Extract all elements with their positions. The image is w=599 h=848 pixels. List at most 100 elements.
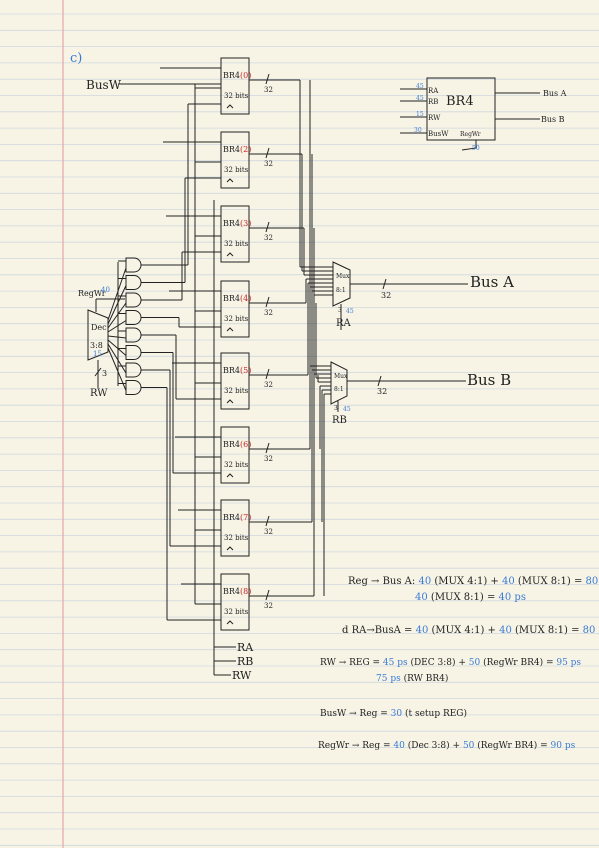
register-title: BR4(8) xyxy=(223,587,251,596)
decoder-3-8: Dec 3:8 15 xyxy=(87,309,109,361)
mux-b: Mux 8:1 3 45 RB xyxy=(330,361,351,426)
part-label: c) xyxy=(70,51,82,66)
br4-delay-regwr: 50 xyxy=(472,145,480,152)
register-box xyxy=(220,499,250,557)
register-size: 32 bits xyxy=(224,92,249,100)
br4-delay-ra: 45 xyxy=(416,83,424,90)
mux-a-sel-delay: 45 xyxy=(346,308,354,315)
rw-bits: 3 xyxy=(102,369,107,378)
mux-a: Mux 8:1 3 45 RA xyxy=(332,261,354,329)
note-1b: 40 (MUX 8:1) = 40 ps xyxy=(415,592,526,603)
busw-label: BusW xyxy=(86,78,122,92)
br4-summary-block: BR4 RA RB RW BusW RegWr 45 45 15 30 50 B… xyxy=(400,77,567,152)
register-title: BR4(5) xyxy=(223,366,251,375)
br4-port-rb: RB xyxy=(428,98,438,106)
register-out-width: 32 xyxy=(264,309,273,317)
note-2: d RA→BusA = 40 (MUX 4:1) + 40 (MUX 8:1) … xyxy=(342,625,599,636)
note-3b: 75 ps (RW BR4) xyxy=(376,673,448,684)
mux-a-title: Mux xyxy=(336,273,350,280)
br4-title: BR4 xyxy=(446,94,474,109)
bus-b-label: Bus B xyxy=(467,371,511,389)
register-0: BR4(0) 32 bits xyxy=(220,57,251,115)
br4-port-ra: RA xyxy=(428,87,439,95)
register-3: BR4(4) 32 bits xyxy=(220,280,251,338)
register-5: BR4(6) 32 bits xyxy=(220,426,251,484)
register-box xyxy=(220,573,250,631)
register-out-width: 32 xyxy=(264,528,273,536)
register-title: BR4(4) xyxy=(223,294,251,303)
bus-a-width: 32 xyxy=(381,291,391,300)
and-gate xyxy=(125,327,142,343)
mux-a-sel-label: RA xyxy=(336,318,352,329)
register-box xyxy=(220,57,250,115)
timing-notes: Reg → Bus A: 40 (MUX 4:1) + 40 (MUX 8:1)… xyxy=(318,576,599,751)
regwr-label: RegWr xyxy=(78,289,106,298)
br4-out-a: Bus A xyxy=(543,89,567,98)
mux-a-sel-bits: 3 xyxy=(338,307,342,314)
mux-b-title: Mux xyxy=(334,373,348,380)
register-box xyxy=(220,280,250,338)
register-box xyxy=(220,205,250,263)
note-4: BusW → Reg = 30 (t setup REG) xyxy=(320,708,467,719)
ra-bottom-label: RA xyxy=(237,641,254,654)
register-title: BR4(0) xyxy=(223,71,251,80)
and-gate xyxy=(125,380,142,395)
mux-b-size: 8:1 xyxy=(334,386,344,393)
register-1: BR4(2) 32 bits xyxy=(220,131,251,189)
decoder-title: Dec xyxy=(91,323,107,332)
register-title: BR4(7) xyxy=(223,513,251,522)
register-box xyxy=(220,352,250,410)
register-size: 32 bits xyxy=(224,461,249,469)
br4-delay-busw: 30 xyxy=(414,127,422,134)
and-gate xyxy=(125,310,142,325)
br4-port-regwr: RegWr xyxy=(460,131,481,138)
register-out-width: 32 xyxy=(264,160,273,168)
register-6: BR4(7) 32 bits xyxy=(220,499,251,557)
note-1: Reg → Bus A: 40 (MUX 4:1) + 40 (MUX 8:1)… xyxy=(348,576,599,587)
register-out-width: 32 xyxy=(264,602,273,610)
br4-port-rw: RW xyxy=(428,114,441,122)
register-title: BR4(2) xyxy=(223,145,251,154)
and-gate-column xyxy=(107,104,189,620)
register-title: BR4(6) xyxy=(223,440,251,449)
register-size: 32 bits xyxy=(224,608,249,616)
register-out-width: 32 xyxy=(264,234,273,242)
and-gate xyxy=(125,362,142,378)
rw-label: RW xyxy=(90,388,108,399)
and-gate xyxy=(125,275,142,290)
register-size: 32 bits xyxy=(224,166,249,174)
bus-b-width: 32 xyxy=(377,387,387,396)
register-2: BR4(3) 32 bits xyxy=(220,205,251,263)
bus-a-label: Bus A xyxy=(470,273,514,291)
register-out-width: 32 xyxy=(264,86,273,94)
mux-b-sel-bits: 3 xyxy=(334,405,338,412)
mux-a-size: 8:1 xyxy=(336,287,346,294)
regwr-delay: 40 xyxy=(101,286,110,294)
register-out-width: 32 xyxy=(264,455,273,463)
br4-delay-rw: 15 xyxy=(416,111,424,118)
register-4: BR4(5) 32 bits xyxy=(220,352,251,410)
note-3: RW → REG = 45 ps (DEC 3:8) + 50 (RegWr B… xyxy=(320,657,581,668)
rb-bottom-label: RB xyxy=(237,655,253,668)
note-5: RegWr → Reg = 40 (Dec 3:8) + 50 (RegWr B… xyxy=(318,740,576,751)
decoder-delay: 15 xyxy=(93,350,102,358)
register-size: 32 bits xyxy=(224,240,249,248)
register-title: BR4(3) xyxy=(223,219,251,228)
register-size: 32 bits xyxy=(224,387,249,395)
register-size: 32 bits xyxy=(224,534,249,542)
register-7: BR4(8) 32 bits xyxy=(220,573,251,631)
br4-port-busw: BusW xyxy=(428,130,449,138)
br4-delay-rb: 45 xyxy=(416,95,424,102)
mux-b-sel-delay: 45 xyxy=(343,406,351,413)
br4-out-b: Bus B xyxy=(541,115,565,124)
and-gate xyxy=(125,345,142,360)
rw-bottom-label: RW xyxy=(232,669,252,682)
and-gate xyxy=(125,292,142,308)
decoder-size: 3:8 xyxy=(90,341,103,350)
register-size: 32 bits xyxy=(224,315,249,323)
mux-b-sel-label: RB xyxy=(332,415,347,426)
